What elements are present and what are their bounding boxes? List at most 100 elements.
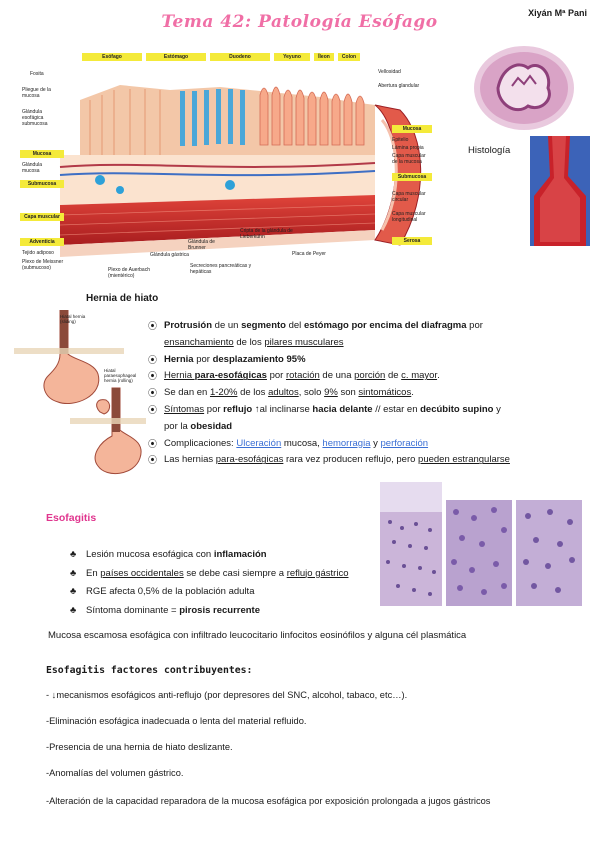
text-run: segmento [241, 320, 286, 331]
text-run: por [266, 370, 286, 382]
diagram-label: Epitelio [392, 137, 409, 143]
hernia-image-caption: Hiatal hernia (sliding) [60, 314, 86, 324]
diagram-label: Glándula esofágica submucosa [22, 109, 48, 127]
text-run: Lesión mucosa esofágica con [86, 549, 214, 560]
circle-bullet-icon: ⦿ [148, 404, 158, 415]
diagram-label: Fosita [30, 71, 44, 77]
text-run: de [385, 370, 402, 382]
text-run: Protrusión [164, 320, 213, 331]
esofagitis-bullet-item: ♣RGE afecta 0,5% de la población adulta [70, 583, 348, 602]
diagram-tag-estomago: Estómago [146, 53, 206, 61]
circle-bullet-icon: ⦿ [148, 354, 158, 365]
text-run: de una [319, 370, 355, 382]
esofagitis-bullet-item: ♣ Lesión mucosa esofágica con inflamación [70, 546, 348, 565]
text-run: // estar en [372, 403, 421, 415]
hernia-bullet-item: por la obesidad [148, 419, 598, 436]
esofagitis-heading: Esofagitis [46, 512, 97, 524]
text-run: Se dan en [164, 387, 210, 399]
diagram-tag-submucosa-left: Submucosa [20, 180, 64, 188]
page-title: Tema 42: Patología Esófago [161, 12, 438, 32]
hernia-bullet-list: ⦿Protrusión de un segmento del estómago … [148, 318, 598, 469]
text-run: de los [233, 336, 265, 348]
complication-link[interactable]: hemorragia [322, 437, 371, 449]
text-run: al inclinarse [259, 403, 313, 415]
text-run: se debe casi siempre a [183, 567, 287, 579]
diagram-label: Glándula de Brunner [188, 239, 215, 251]
text-run: En [86, 567, 101, 579]
diagram-label: Capa muscular circular [392, 191, 426, 203]
diagram-label: Pliegue de la mucosa [22, 87, 51, 99]
text-run: para-esofágicas [215, 454, 284, 466]
diagram-tag-mucosa-right: Mucosa [392, 125, 432, 133]
diagram-label: Tejido adiposo [22, 250, 54, 256]
text-run: por [466, 320, 483, 331]
author-name: Xiyán Mª Pani [528, 8, 587, 18]
text-run: 9% [324, 387, 338, 399]
text-run: y [370, 437, 381, 449]
text-run: Hernia [164, 370, 195, 382]
complication-link[interactable]: Ulceración [236, 437, 282, 449]
circle-bullet-icon: ⦿ [148, 388, 158, 399]
diagram-label: Plexo de Auerbach (mientérico) [108, 267, 150, 279]
hernia-bullet-item: ⦿Hernia por desplazamiento 95% [148, 352, 598, 369]
hernia-bullet-item: ⦿Se dan en 1-20% de los adultos, solo 9%… [148, 385, 598, 402]
circle-bullet-icon: ⦿ [148, 321, 158, 331]
circle-bullet-icon: ⦿ [148, 455, 158, 466]
text-run: de los [237, 387, 269, 399]
esofagitis-bullet-item: ♣Síntoma dominante = pirosis recurrente [70, 602, 348, 621]
diagram-tag-mucosa-left: Mucosa [20, 150, 64, 158]
text-run: inflamación [213, 549, 267, 560]
diagram-label: Plexo de Meissner (submucoso) [22, 259, 64, 271]
gi-wall-illustration [59, 85, 422, 257]
diagram-tag-colon: Colon [338, 53, 360, 61]
text-run: para-esofágicas [194, 370, 267, 382]
factor-item: -Alteración de la capacidad reparadora d… [46, 796, 491, 806]
histology-cross-section-image [468, 42, 580, 134]
diagram-label: Glándula gástrica [150, 252, 189, 258]
diagram-tag-serosa-right: Serosa [392, 237, 432, 245]
gi-wall-diagram: Esófago Estómago Duodeno Yeyuno Íleon Co… [20, 45, 460, 285]
text-run: c. mayor [401, 370, 438, 382]
text-run: Síntoma dominante = [86, 604, 180, 616]
text-run: del [285, 320, 304, 331]
text-run: pirosis recurrente [179, 604, 261, 616]
text-run: hacia delante [312, 403, 373, 415]
text-run: son [337, 387, 359, 399]
complication-link[interactable]: perforación [380, 437, 429, 449]
esofagitis-bullet-list: ♣ Lesión mucosa esofágica con inflamación… [70, 546, 348, 620]
micrograph-esophageal-mucosa-1 [380, 482, 442, 606]
text-run: . [437, 370, 440, 382]
hernia-illustration [14, 309, 146, 480]
diagram-tag-ileon: Íleon [314, 53, 334, 61]
text-run: Complicaciones: [164, 437, 237, 449]
text-run: decúbito supino [420, 403, 494, 415]
text-run: rotación [285, 370, 320, 382]
text-run: adultos [268, 387, 299, 399]
histology-longitudinal-image [530, 136, 590, 246]
text-run: . [411, 387, 414, 399]
histology-label: Histología [468, 145, 511, 156]
text-run: sintomáticos [358, 387, 412, 399]
micrograph-esophageal-mucosa-3 [516, 500, 582, 606]
circle-bullet-icon: ⦿ [148, 371, 158, 382]
hernia-bullet-item: ⦿ Hernia para-esofágicas por rotación de … [148, 368, 598, 385]
hernia-bullet-item: ⦿ Las hernias para-esofágicas rara vez pr… [148, 452, 598, 469]
hernia-image-caption: Hiatal paraesophageal hernia (rolling) [104, 368, 137, 383]
factor-item: -Eliminación esofágica inadecuada o lent… [46, 716, 307, 726]
diagram-tag-esofago: Esófago [82, 53, 142, 61]
club-bullet-icon: ♣ [70, 549, 77, 560]
mucosa-description: Mucosa escamosa esofágica con infiltrado… [48, 630, 467, 641]
text-run: Síntomas [164, 403, 205, 415]
diagram-tag-adventicia-left: Adventicia [20, 238, 64, 246]
diagram-tag-muscular-left: Capa muscular [20, 213, 64, 221]
text-run: Las hernias [164, 454, 216, 466]
hernia-bullet-item: ensanchamiento de los pilares musculares [148, 335, 598, 352]
diagram-label: Glándula mucosa [22, 162, 43, 174]
text-run: rara vez producen reflujo, pero [283, 454, 419, 466]
diagram-label: Capa muscular de la mucosa [392, 153, 426, 165]
text-run: 1-20% [209, 387, 238, 399]
factor-item: -Anomalías del volumen gástrico. [46, 768, 184, 778]
text-run: pilares musculares [264, 336, 344, 348]
text-run: pueden estrangularse [418, 454, 510, 466]
factors-heading: Esofagitis factores contribuyentes: [46, 665, 253, 676]
